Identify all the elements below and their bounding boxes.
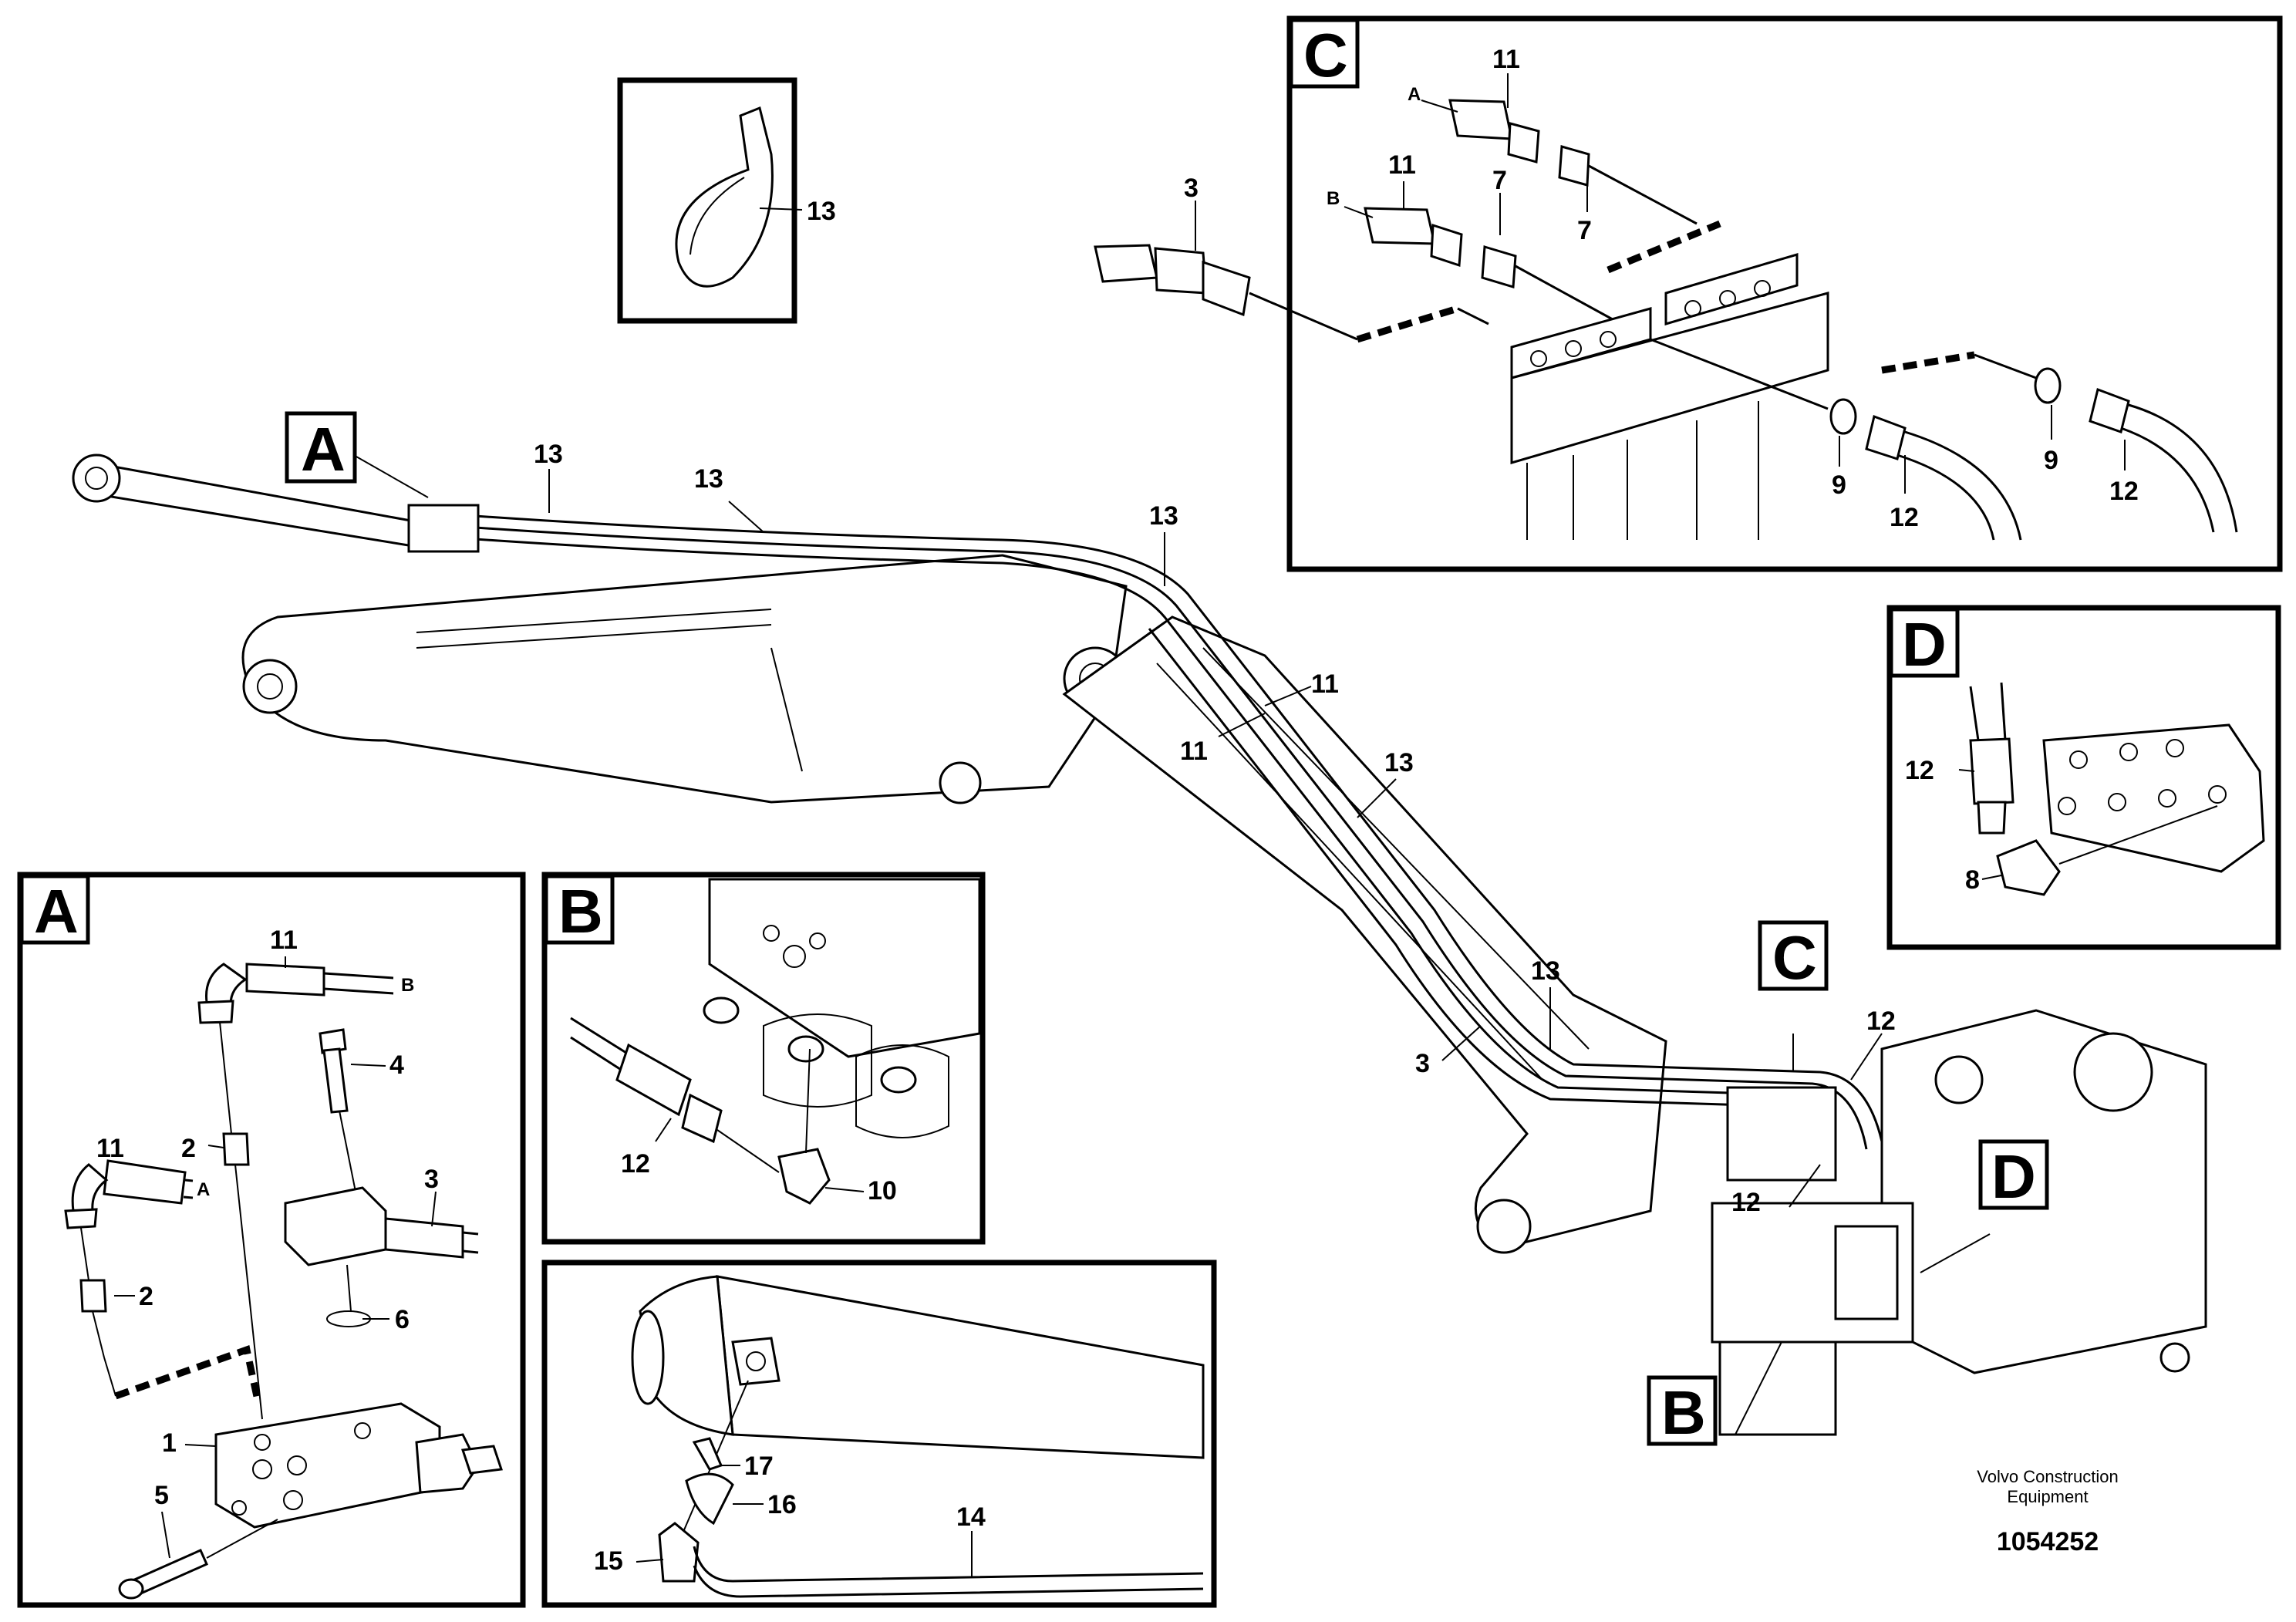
hose-end-b-c: B — [1327, 188, 1340, 209]
boom-arm-assembly — [72, 454, 1667, 1254]
callout-11-main-b: 11 — [1180, 737, 1208, 766]
callout-13-inset: 13 — [807, 197, 836, 226]
view-tag-b-main — [1647, 1375, 1718, 1446]
callout-3-a: 3 — [424, 1165, 439, 1194]
callout-13-c: 13 — [1149, 501, 1178, 531]
view-tag-c-main-letter: C — [1772, 923, 1817, 992]
callout-16: 16 — [767, 1490, 797, 1519]
hose-end-b-a: B — [401, 975, 414, 996]
inset-b: B — [541, 872, 986, 1245]
hose-end-a-c: A — [1408, 84, 1421, 105]
company-name-line1: Volvo Construction — [1977, 1467, 2118, 1486]
view-tag-d-main-letter: D — [1991, 1142, 2036, 1211]
callout-11-c-b: 11 — [1388, 150, 1416, 180]
callout-12-d: 12 — [1905, 756, 1934, 785]
callout-12-c-b: 12 — [2109, 477, 2139, 506]
inset-c-letter: C — [1303, 21, 1348, 89]
callout-12-main-b: 12 — [1731, 1188, 1761, 1217]
callout-11-main-a: 11 — [1311, 669, 1339, 699]
callout-14: 14 — [956, 1502, 986, 1532]
callout-4-a: 4 — [389, 1050, 404, 1080]
callout-7-c-b: 7 — [1577, 216, 1592, 245]
inset-d-letter: D — [1902, 610, 1947, 679]
inset-b-letter: B — [558, 877, 603, 946]
callout-2-a-a: 2 — [181, 1134, 196, 1163]
callout-13-a: 13 — [534, 440, 563, 469]
callout-13-b: 13 — [694, 464, 723, 494]
hose-routing — [431, 511, 1883, 1150]
view-tag-d-main — [1978, 1139, 2049, 1210]
callout-1-a: 1 — [162, 1428, 177, 1458]
document-number: 1054252 — [1997, 1527, 2099, 1556]
hammer-valve-block — [407, 504, 480, 553]
callout-15: 15 — [594, 1546, 623, 1576]
callout-11-a-a: 11 — [96, 1134, 124, 1163]
callout-3-main: 3 — [1415, 1049, 1430, 1078]
callout-13-e: 13 — [1531, 956, 1560, 986]
callout-6-a: 6 — [395, 1305, 410, 1334]
callout-10-b: 10 — [868, 1176, 897, 1206]
callout-12-c-a: 12 — [1890, 503, 1919, 532]
inset-d: D — [1886, 605, 2281, 950]
view-tag-a-main — [285, 411, 357, 484]
callout-2-a-b: 2 — [139, 1282, 153, 1311]
hose-end-a-a: A — [197, 1179, 210, 1200]
callout-3-c: 3 — [1184, 174, 1199, 203]
callout-5-a: 5 — [154, 1481, 169, 1510]
callout-12-b: 12 — [621, 1149, 650, 1179]
view-tag-a-main-letter: A — [301, 415, 346, 484]
callout-9-c-a: 9 — [1832, 470, 1846, 500]
view-tag-b-main-letter: B — [1661, 1378, 1706, 1447]
view-tag-c-main — [1758, 920, 1829, 991]
inset-a-letter: A — [34, 877, 79, 946]
inset-a: A — [17, 872, 526, 1608]
callout-9-c-b: 9 — [2044, 446, 2058, 475]
inset-c: C — [1094, 15, 2283, 572]
inset-cylinder-hose — [541, 1259, 1217, 1608]
company-name-line2: Equipment — [2007, 1487, 2088, 1506]
callout-13-d: 13 — [1384, 748, 1414, 777]
callout-12-main-a: 12 — [1866, 1007, 1896, 1036]
inset-cable-tie — [617, 77, 803, 324]
callout-8-d: 8 — [1965, 865, 1980, 895]
callout-11-a-b: 11 — [270, 926, 298, 955]
main-callout-leaders — [356, 456, 1991, 1435]
callout-11-c-a: 11 — [1492, 45, 1520, 74]
callout-17: 17 — [744, 1452, 774, 1481]
control-valve-and-tank — [1711, 1009, 2207, 1436]
callout-7-c-a: 7 — [1492, 166, 1507, 195]
